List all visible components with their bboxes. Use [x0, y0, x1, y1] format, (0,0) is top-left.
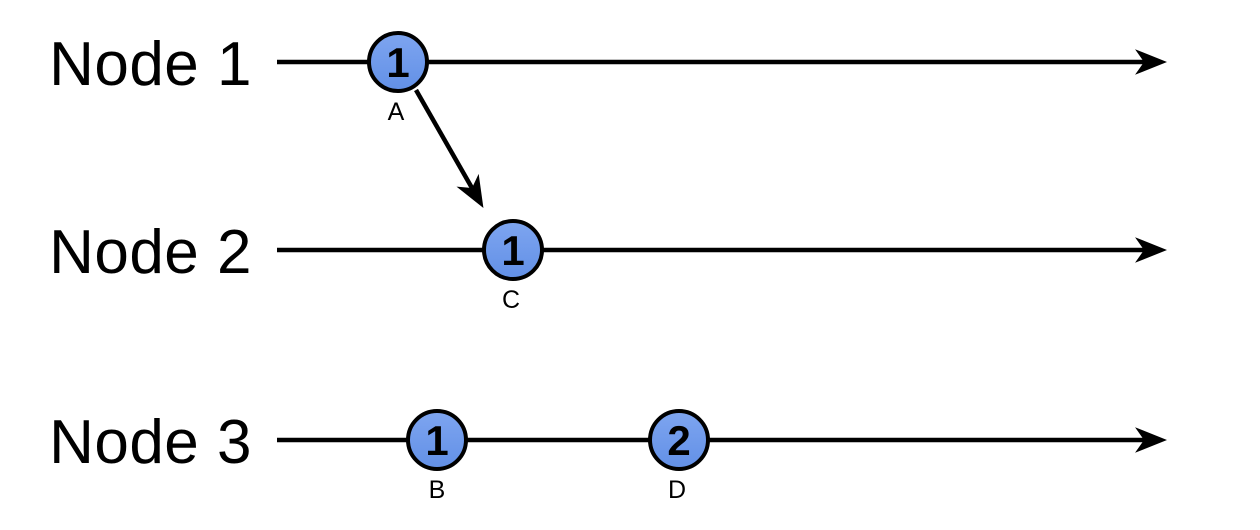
- event-circle: [367, 31, 429, 93]
- event-d: 2 D: [648, 409, 710, 504]
- message-arrow-a-to-c: [414, 88, 484, 209]
- event-label: D: [668, 476, 686, 504]
- event-label: A: [388, 98, 405, 126]
- event-clock-number: 1: [501, 227, 524, 274]
- event-circle: [648, 409, 710, 471]
- node-label: Node 3: [49, 408, 252, 477]
- event-circle: [406, 409, 468, 471]
- event-clock-number: 2: [667, 417, 690, 464]
- node-label: Node 2: [49, 218, 252, 287]
- event-clock-number: 1: [386, 39, 409, 86]
- node-row-3: Node 3: [49, 408, 1168, 477]
- event-c: 1 C: [482, 219, 544, 314]
- node-row-2: Node 2: [49, 218, 1168, 287]
- node-row-1: Node 1: [49, 30, 1168, 99]
- event-a: 1 A: [367, 31, 429, 126]
- event-clock-number: 1: [425, 417, 448, 464]
- event-b: 1 B: [406, 409, 468, 504]
- event-circle: [482, 219, 544, 281]
- event-label: B: [429, 476, 446, 504]
- event-label: C: [502, 286, 520, 314]
- node-label: Node 1: [49, 30, 252, 99]
